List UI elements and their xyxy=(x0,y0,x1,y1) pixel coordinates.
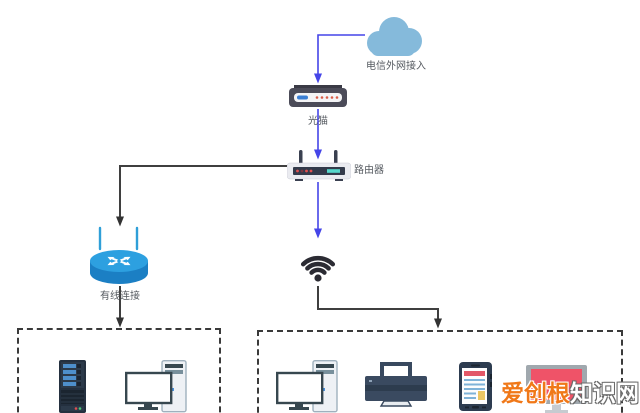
cloud-icon xyxy=(367,17,422,56)
wired-lan-group-box xyxy=(17,328,221,413)
edge-cloud-to-modem xyxy=(314,34,365,84)
desktop-pc-icon xyxy=(125,360,187,413)
monitor-icon xyxy=(526,365,587,413)
modem-icon xyxy=(289,85,347,107)
edge-wifi-to-wireless-lan xyxy=(317,286,442,329)
wireless-lan-group-box xyxy=(257,330,623,413)
desktop-pc-icon xyxy=(276,360,338,413)
switch-label: 有线连接 xyxy=(100,291,140,302)
watermark: 爱创根知识网 xyxy=(501,374,639,408)
router-label: 路由器 xyxy=(354,165,384,176)
printer-icon xyxy=(365,362,427,407)
wifi-icon xyxy=(300,255,336,282)
router-icon xyxy=(287,150,351,181)
switch-icon xyxy=(90,226,148,284)
modem-label: 光猫 xyxy=(308,116,328,127)
watermark-orange-text: 爱创根 xyxy=(501,381,570,407)
tablet-icon xyxy=(459,362,492,411)
edge-router-to-switch xyxy=(116,165,288,227)
server-icon xyxy=(59,360,86,413)
cloud-label: 电信外网接入 xyxy=(366,61,426,72)
watermark-outline-text: 知识网 xyxy=(570,381,639,407)
